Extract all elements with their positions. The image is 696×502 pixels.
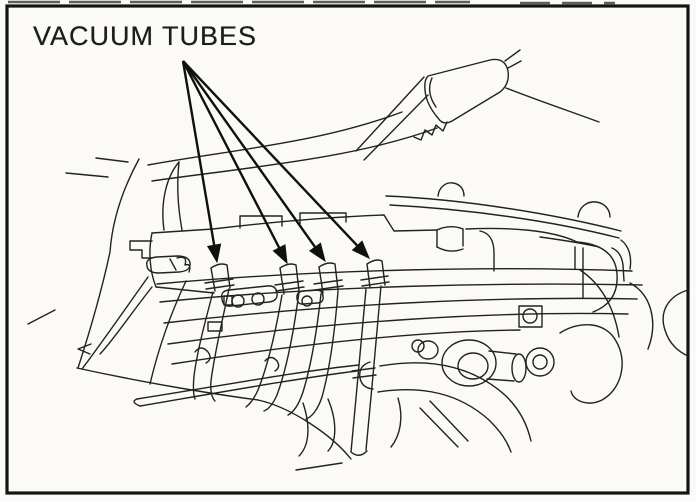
callout-arrow-shaft-vacuum-tube-4 <box>182 60 359 247</box>
figure-label: VACUUM TUBES <box>33 21 258 51</box>
shading-lines <box>298 397 469 457</box>
firewall-ledge <box>385 182 632 299</box>
callout-arrowhead-vacuum-tube-2 <box>272 244 288 265</box>
intake-duct <box>27 232 360 471</box>
fuel-rail <box>156 268 643 365</box>
callout-arrows <box>181 60 370 265</box>
engine-line-art <box>27 49 689 471</box>
vacuum-tube-fittings <box>204 259 390 295</box>
callout-arrow-shaft-vacuum-tube-2 <box>181 60 281 249</box>
vacuum-hoses <box>192 285 532 456</box>
callout-arrowhead-vacuum-tube-3 <box>308 242 326 263</box>
intake-manifold <box>151 212 620 338</box>
callout-arrow-shaft-vacuum-tube-1 <box>181 60 216 246</box>
figure-border <box>5 4 690 495</box>
injector-bosses <box>194 282 689 404</box>
cowl-lines <box>65 111 438 369</box>
callout-arrowhead-vacuum-tube-4 <box>351 240 370 260</box>
wiper-arm-icon <box>355 49 600 161</box>
callout-arrowhead-vacuum-tube-1 <box>206 243 222 264</box>
scan-artifact <box>8 0 615 5</box>
callout-arrow-shaft-vacuum-tube-3 <box>182 60 317 248</box>
